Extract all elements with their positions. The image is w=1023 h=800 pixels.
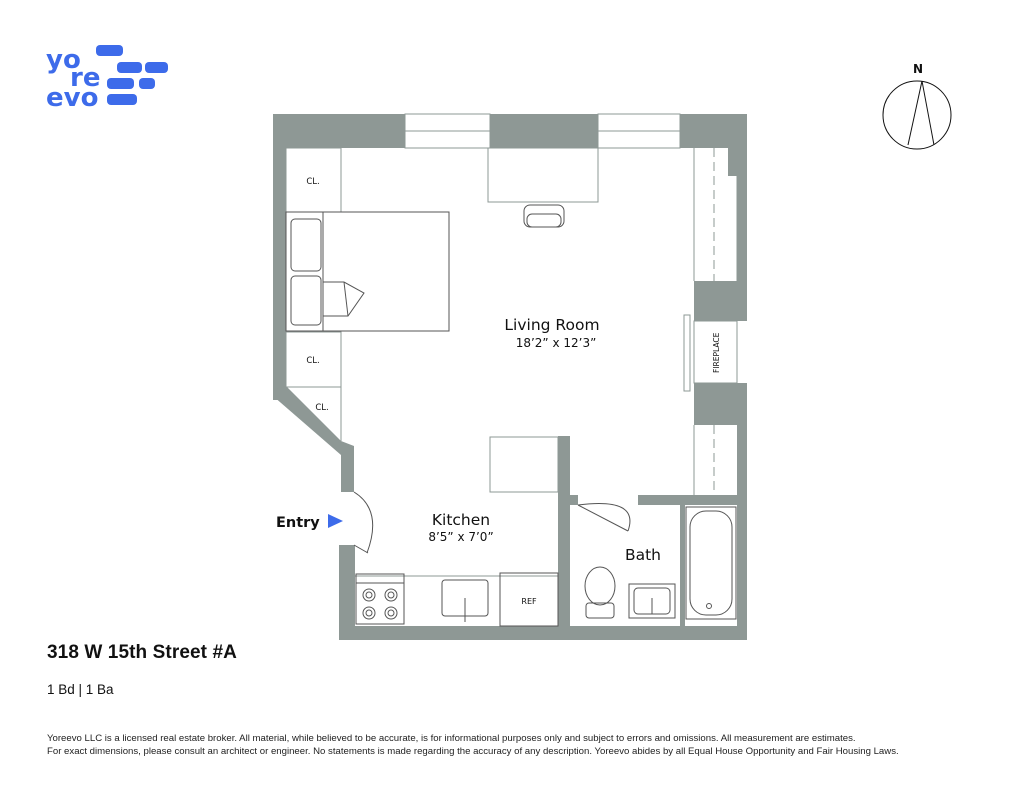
closet-label-top: CL. bbox=[306, 177, 319, 187]
bath-label: Bath bbox=[625, 546, 661, 564]
north-compass: N bbox=[882, 62, 952, 150]
kitchen-bath-partition bbox=[558, 436, 570, 626]
logo-text-re: re bbox=[70, 63, 100, 93]
bath-top-wall bbox=[638, 495, 747, 505]
ref-label: REF bbox=[521, 597, 537, 606]
living-room-label: Living Room bbox=[504, 316, 599, 334]
toilet bbox=[584, 566, 616, 619]
living-room-dims: 18’2” x 12’3” bbox=[516, 336, 597, 350]
top-wall-left bbox=[273, 114, 405, 148]
closet-lower bbox=[286, 386, 342, 441]
compass-north-label: N bbox=[913, 62, 923, 76]
refrigerator bbox=[499, 572, 559, 627]
bath-door bbox=[577, 502, 631, 532]
logo-brick bbox=[96, 45, 123, 56]
disclaimer: Yoreevo LLC is a licensed real estate br… bbox=[47, 733, 977, 758]
top-windows bbox=[404, 113, 681, 149]
bed bbox=[285, 211, 450, 332]
left-wall bbox=[273, 114, 354, 492]
right-wall-fp-top bbox=[694, 281, 747, 321]
kitchen-sink bbox=[441, 579, 489, 622]
logo-brick bbox=[107, 78, 134, 89]
bed-sheet-fold bbox=[323, 281, 365, 317]
logo-text-evo: evo bbox=[46, 83, 98, 113]
top-wall-middle bbox=[490, 114, 598, 148]
bath-stub bbox=[570, 495, 578, 505]
bottom-wall bbox=[339, 626, 747, 640]
stove bbox=[355, 573, 405, 625]
fireplace-hearth bbox=[683, 314, 691, 392]
closet-label-lower: CL. bbox=[315, 403, 328, 413]
top-wall-right bbox=[680, 114, 747, 148]
entry-label: Entry bbox=[276, 515, 320, 531]
entry-door bbox=[353, 491, 374, 554]
walls bbox=[273, 114, 747, 640]
fireplace-box bbox=[693, 320, 738, 384]
kitchen-label: Kitchen bbox=[432, 511, 490, 529]
right-wall-window-frame-top bbox=[728, 148, 737, 176]
left-diagonal-wall bbox=[273, 386, 354, 455]
entry-jamb-lower bbox=[339, 545, 355, 640]
desk bbox=[487, 147, 599, 203]
fireplace-label: FIREPLACE bbox=[712, 332, 721, 373]
pillow bbox=[290, 218, 322, 272]
logo-brick bbox=[107, 94, 137, 105]
beds-baths: 1 Bd | 1 Ba bbox=[47, 682, 114, 697]
pillow bbox=[290, 275, 322, 326]
disclaimer-line-1: Yoreevo LLC is a licensed real estate br… bbox=[47, 733, 856, 744]
disclaimer-line-2: For exact dimensions, please consult an … bbox=[47, 745, 899, 757]
right-wall-lower bbox=[737, 425, 747, 640]
listing-address: 318 W 15th Street #A bbox=[47, 642, 237, 663]
logo-text-yo: yo bbox=[46, 45, 81, 75]
logo-brick bbox=[139, 78, 155, 89]
tub-partition bbox=[680, 505, 685, 626]
right-wall-fp-bottom bbox=[694, 383, 747, 425]
entry-arrow-icon bbox=[328, 514, 343, 528]
desk-chair bbox=[523, 204, 565, 228]
logo-brick bbox=[117, 62, 142, 73]
bathtub bbox=[685, 506, 737, 620]
kitchen-island bbox=[489, 436, 559, 493]
closet-label-middle: CL. bbox=[306, 356, 319, 366]
logo-brick bbox=[145, 62, 168, 73]
brand-logo: yo re evo bbox=[46, 45, 168, 113]
right-wall-top bbox=[737, 114, 747, 281]
kitchen-dims: 8’5” x 7’0” bbox=[428, 530, 493, 544]
bath-sink bbox=[628, 583, 676, 619]
